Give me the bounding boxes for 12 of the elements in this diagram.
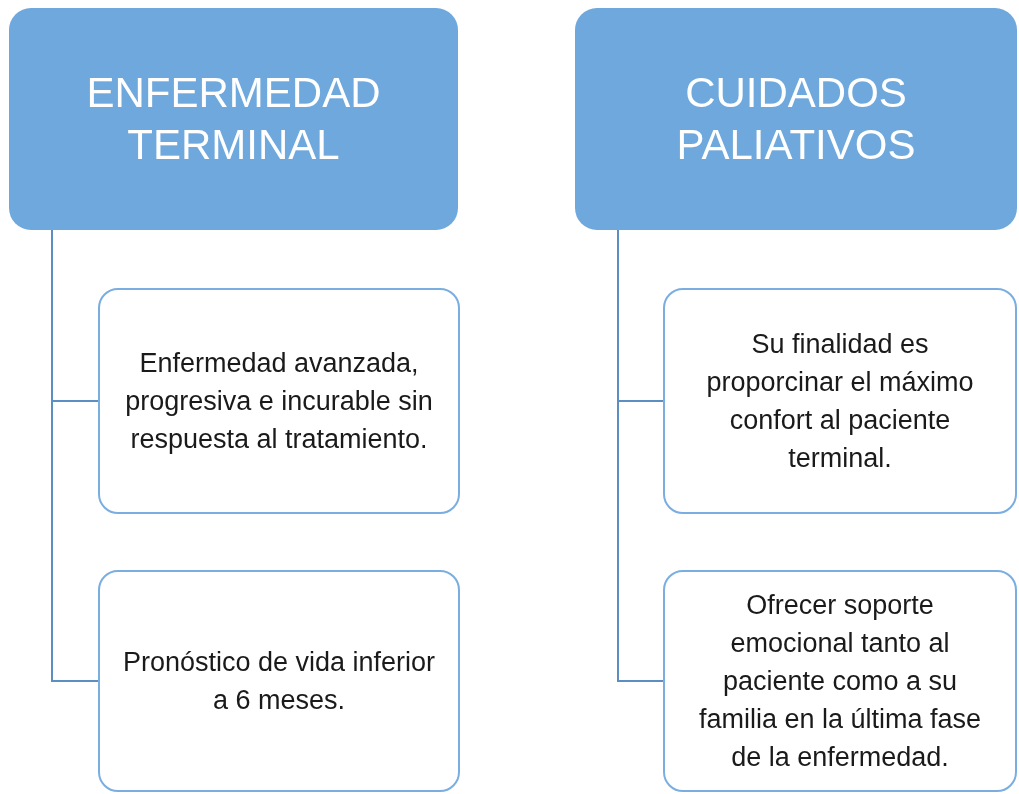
header-box [9,8,458,230]
body-text: Pronóstico de vida inferior a 6 meses. [121,646,437,717]
text-box [663,288,1017,514]
header-box [575,8,1017,230]
text-box [98,288,460,514]
text-box [98,570,460,792]
text-box [663,570,1017,792]
header-text: ENFERMEDAD TERMINAL [85,68,382,170]
header-text: CUIDADOS PALIATIVOS [675,68,917,170]
body-text: Su finalidad es proporcinar el máximo confort al paciente terminal. [705,328,975,475]
body-text: Ofrecer soporte emocional tanto al paciente como a su familia en la última fase de la enfermedad. [697,589,983,774]
body-text: Enfermedad avanzada, progresiva e incurable sin respuesta al tratamiento. [124,347,434,456]
